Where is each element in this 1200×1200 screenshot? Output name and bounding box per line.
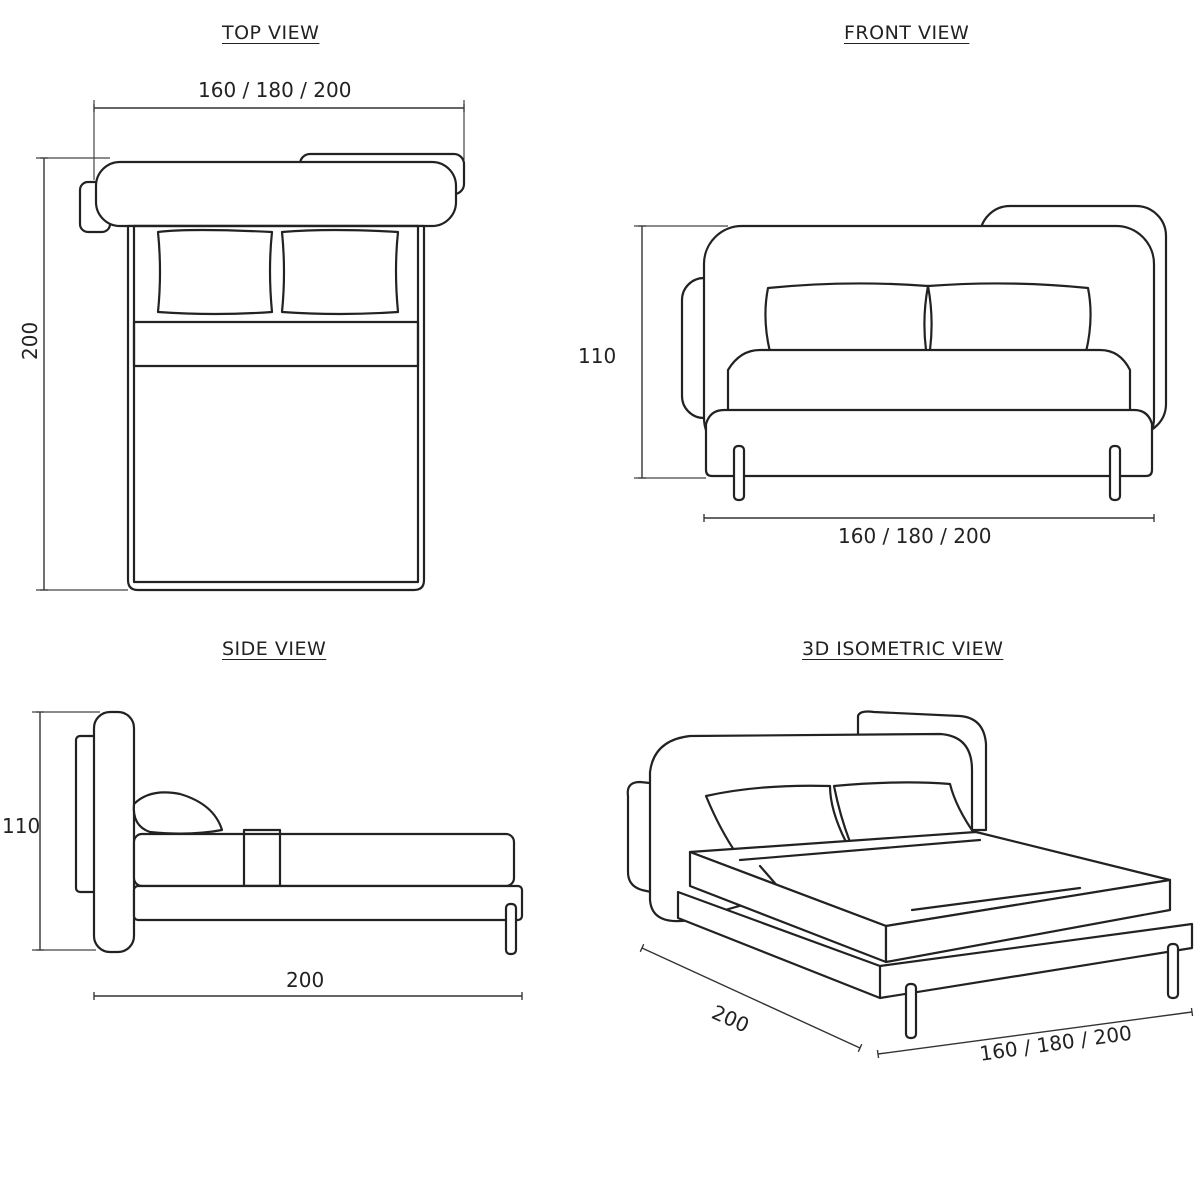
top-width-label: 160 / 180 / 200: [198, 78, 352, 102]
front-height-label: 110: [578, 344, 617, 368]
iso-leg-right: [1166, 942, 1180, 1000]
top-pillow-left: [156, 228, 274, 316]
side-leg: [504, 902, 518, 956]
front-leg-left: [732, 444, 746, 502]
front-view-title: FRONT VIEW: [844, 22, 970, 44]
side-view-title: SIDE VIEW: [222, 638, 327, 660]
iso-length-dimension-line: [639, 943, 863, 1053]
side-bed-base: [132, 884, 524, 922]
side-mattress: [132, 832, 516, 888]
iso-leg-front: [904, 982, 918, 1040]
iso-view-title: 3D ISOMETRIC VIEW: [802, 638, 1004, 660]
side-pillow: [132, 791, 224, 835]
iso-width-dimension-line: [876, 1007, 1194, 1059]
side-view-drawing: [32, 710, 524, 1001]
front-pillow-left: [764, 282, 930, 355]
front-view-drawing: [634, 204, 1168, 523]
top-length-label: 200: [18, 321, 42, 360]
front-bed-base: [704, 408, 1154, 478]
iso-mattress-right-side: [884, 878, 1172, 964]
front-pillow-right: [926, 282, 1092, 355]
front-width-label: 160 / 180 / 200: [838, 524, 992, 548]
side-headboard: [92, 710, 136, 954]
top-headboard: [94, 160, 458, 228]
top-view-title: TOP VIEW: [222, 22, 320, 44]
side-length-label: 200: [286, 968, 325, 992]
front-leg-right: [1108, 444, 1122, 502]
iso-view-drawing: [626, 710, 1194, 1059]
front-mattress: [726, 348, 1132, 422]
top-view-drawing: [36, 100, 466, 592]
top-bed-frame: [126, 224, 426, 592]
side-height-label: 110: [2, 814, 41, 838]
top-pillow-right: [280, 228, 400, 316]
top-duvet-fold: [132, 320, 420, 368]
